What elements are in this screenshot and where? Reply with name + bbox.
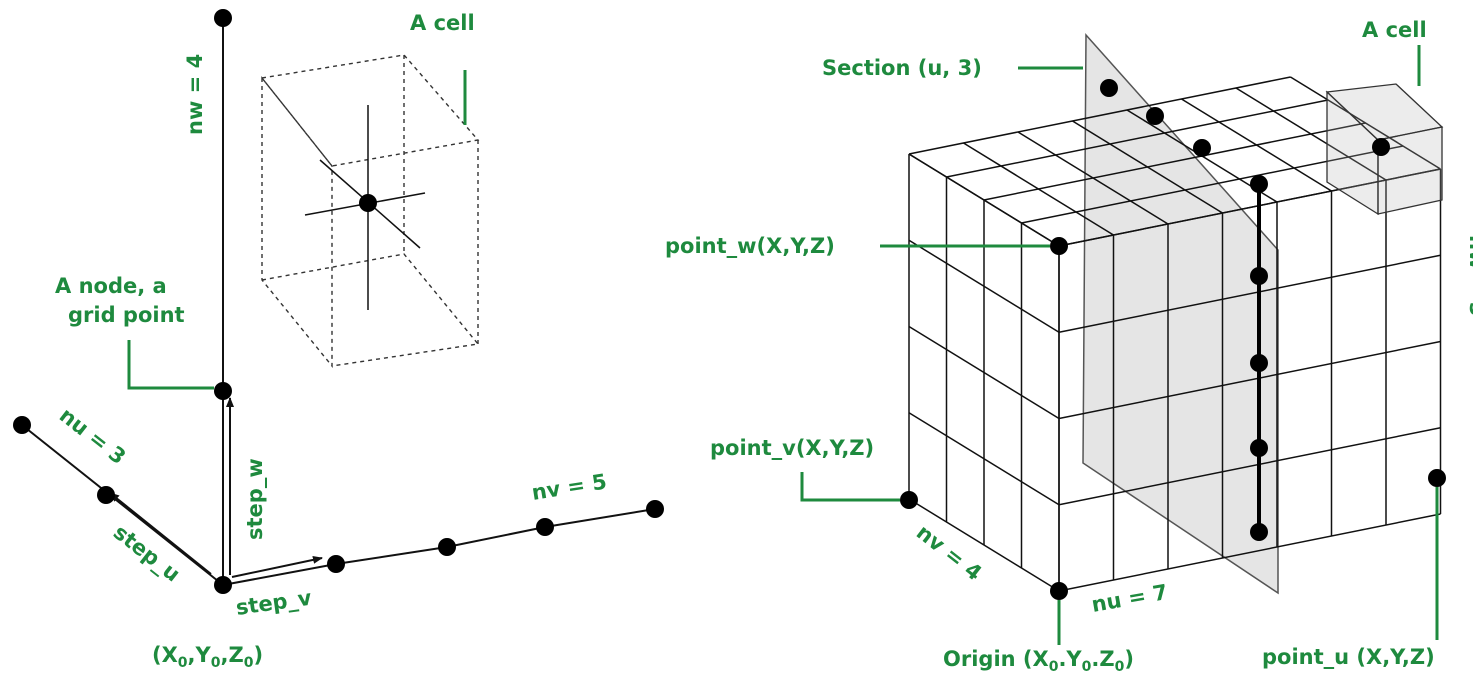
right-nw-label: nw = 5 bbox=[1465, 235, 1473, 316]
cell-node bbox=[1372, 138, 1390, 156]
point-w-node bbox=[1050, 237, 1068, 255]
section-node bbox=[1250, 267, 1268, 285]
node-label-line1: A node, a bbox=[55, 274, 167, 298]
grid-line bbox=[908, 412, 1060, 506]
node bbox=[214, 382, 232, 400]
grid-line bbox=[1058, 340, 1441, 420]
node bbox=[646, 500, 664, 518]
right-nv-label: nv = 4 bbox=[912, 520, 986, 585]
section-node bbox=[1250, 175, 1268, 193]
dashed-cell-box bbox=[260, 54, 480, 368]
grid-line bbox=[946, 99, 1329, 178]
section-plane bbox=[1082, 33, 1279, 595]
grid-line bbox=[1058, 427, 1441, 506]
cell-center-node bbox=[304, 105, 426, 310]
node-leader-line bbox=[127, 340, 214, 390]
section-label: Section (u, 3) bbox=[822, 56, 982, 80]
left-cell-label: A cell bbox=[410, 11, 475, 35]
nv-label: nv = 5 bbox=[530, 469, 608, 505]
grid-line bbox=[1058, 513, 1441, 592]
highlighted-cell bbox=[1325, 83, 1444, 216]
step-u-label: step_u bbox=[109, 520, 185, 586]
right-cell-label: A cell bbox=[1362, 18, 1427, 42]
node bbox=[97, 486, 115, 504]
left-nodes bbox=[13, 9, 664, 594]
right-nu-label: nu = 7 bbox=[1090, 580, 1170, 617]
node bbox=[536, 518, 554, 536]
step-v-label: step_v bbox=[234, 586, 313, 620]
step-v-arrow bbox=[231, 555, 323, 578]
grid-line bbox=[1058, 254, 1441, 333]
grid-line bbox=[908, 76, 1291, 155]
point-u-label: point_u (X,Y,Z) bbox=[1262, 645, 1435, 669]
point-v-label: point_v(X,Y,Z) bbox=[710, 436, 874, 460]
nw-label: nw = 4 bbox=[183, 54, 207, 135]
grid-line bbox=[983, 122, 1366, 201]
node bbox=[214, 9, 232, 27]
step-w-label: step_w bbox=[243, 458, 267, 540]
node bbox=[13, 416, 31, 434]
grid-line bbox=[908, 498, 1060, 592]
grid-lines bbox=[908, 76, 1442, 592]
right-nodes bbox=[900, 79, 1446, 600]
point-w-label: point_w(X,Y,Z) bbox=[665, 234, 835, 258]
section-node bbox=[1100, 79, 1118, 97]
section-node bbox=[1250, 354, 1268, 372]
right-origin-label: Origin (X0.Y0.Z0) bbox=[943, 647, 1134, 675]
grid-line bbox=[1058, 168, 1441, 247]
point-v-node bbox=[900, 491, 918, 509]
node-label-line2: grid point bbox=[68, 303, 185, 327]
node bbox=[438, 538, 456, 556]
section-node bbox=[1146, 107, 1164, 125]
u-axis bbox=[21, 424, 224, 586]
section-node bbox=[1250, 523, 1268, 541]
left-origin-label: (X0,Y0,Z0) bbox=[152, 643, 263, 671]
node bbox=[327, 555, 345, 573]
grid-line bbox=[1021, 145, 1404, 224]
origin-node bbox=[214, 576, 232, 594]
origin-node bbox=[1050, 582, 1068, 600]
point-v-leader-line bbox=[800, 472, 900, 502]
right-grid-diagram: Section (u, 3) A cell point_w(X,Y,Z) poi… bbox=[665, 18, 1473, 675]
point-u-node bbox=[1428, 469, 1446, 487]
section-node bbox=[1250, 439, 1268, 457]
grid-line bbox=[908, 239, 1060, 333]
left-axes-diagram: A cell nw = 4 A node, a grid point nu = … bbox=[13, 9, 664, 671]
grid-line bbox=[908, 325, 1060, 420]
section-node bbox=[1193, 139, 1211, 157]
step-u-arrow bbox=[109, 492, 212, 575]
